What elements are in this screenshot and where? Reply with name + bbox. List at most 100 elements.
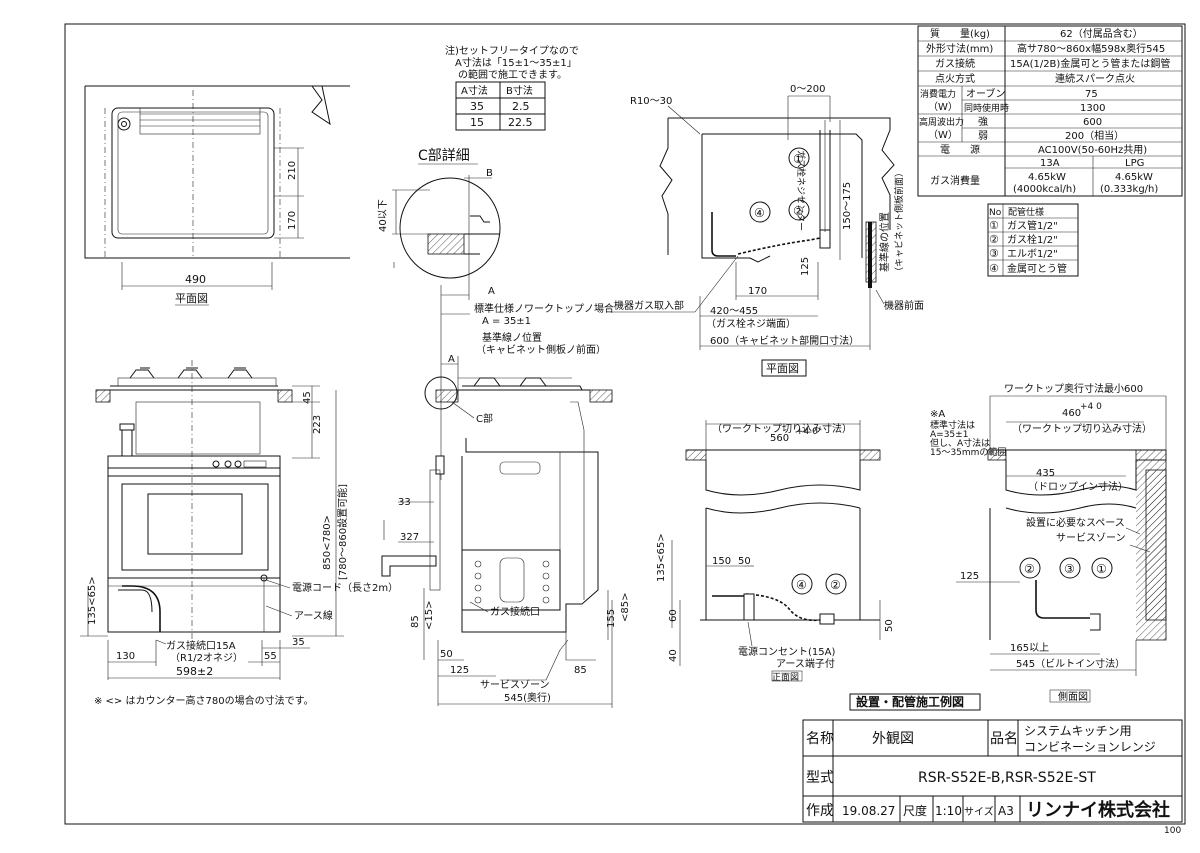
spec-ignition-value: 連続スパーク点火 xyxy=(1055,72,1135,85)
spec-gas-consumption-label: ガス消費量 xyxy=(930,174,980,187)
title-date: 19.08.27 xyxy=(842,804,895,818)
section-title-box xyxy=(849,693,981,711)
side-dim-85b: 85 xyxy=(574,665,587,676)
inst-front-50b: 50 xyxy=(884,619,895,632)
front-dim-35: 35 xyxy=(292,637,305,648)
plan-dim-170: 170 xyxy=(287,211,298,230)
spec-lpg-kg: (0.333kg/h) xyxy=(1100,184,1158,195)
inst-front-outlet: 電源コンセント(15A) xyxy=(738,645,835,658)
spec-microwave-label: 高周波出力 xyxy=(919,116,964,128)
front-dim-850: 850<780> xyxy=(322,515,333,570)
spec-microwave-val2: 200（相当） xyxy=(1065,129,1124,142)
inst-front-50: 50 xyxy=(738,556,751,567)
spec-microwave-sub1: 強 xyxy=(978,115,988,128)
pipe-spec-1: ガス管1/2" xyxy=(1007,219,1058,232)
inst-front-135: 135<65> xyxy=(656,533,667,582)
side-dim-155: 155 xyxy=(606,609,617,628)
front-dim-135: 135<65> xyxy=(87,576,98,625)
plan-view-drawing: 210 170 490 平面図 xyxy=(84,85,350,306)
front-dim-55: 55 xyxy=(264,651,277,662)
front-dim-45: 45 xyxy=(302,391,313,404)
std-note-1: 標準仕様ノワークトップノ場合 xyxy=(474,302,614,315)
spec-power-val1: 75 xyxy=(1085,89,1098,100)
inst-front-c4: ④ xyxy=(796,578,807,592)
install-r: R10〜30 xyxy=(630,96,672,107)
title-made-label: 作成 xyxy=(806,803,834,819)
spec-mass-label: 質 量(kg) xyxy=(930,27,990,40)
spec-power-sub1: オーブン xyxy=(966,87,1005,100)
install-gas-inlet: 機器ガス取入部 xyxy=(614,299,684,312)
inst-side-c1: ① xyxy=(1096,562,1107,576)
side-gas-label: ガス接続口 xyxy=(490,605,540,618)
inst-side-545: 545（ビルトイン寸法） xyxy=(1016,657,1125,670)
install-dim-125: 125 xyxy=(800,257,811,276)
inst-side-space: 設置に必要なスペース xyxy=(1026,516,1125,529)
ab-dimension-table: A寸法 B寸法 35 2.5 15 22.5 xyxy=(455,81,546,131)
install-dim-150: 150〜175 xyxy=(842,182,853,230)
pipe-no-2: ② xyxy=(989,233,999,246)
spec-microwave-val1: 600 xyxy=(1083,117,1102,128)
spec-lpg-kw: 4.65kW xyxy=(1115,172,1153,183)
pipe-spec-table: No 配管仕様 ① ガス管1/2" ② ガス栓1/2" ③ エルボ1/2" ④ … xyxy=(987,203,1079,277)
inst-side-c2: ② xyxy=(1024,562,1035,576)
inst-front-560: 560 xyxy=(770,433,789,444)
inst-side-note-2: A=35±1 xyxy=(930,430,968,440)
inst-side-c3: ③ xyxy=(1064,562,1075,576)
c-detail-a: A xyxy=(488,286,495,297)
ab-row2-b: 22.5 xyxy=(508,116,533,129)
sheet-border xyxy=(64,23,1186,825)
side-dim-15: <15> xyxy=(424,601,435,630)
side-dim-33: 33 xyxy=(398,497,411,508)
side-dim-125: 125 xyxy=(450,665,469,676)
front-note: ※ <> はカウンター高さ780の場合の寸法です。 xyxy=(94,694,314,707)
front-dim-223: 223 xyxy=(312,415,323,434)
ref-note-2: （キャビネット側板ノ前面） xyxy=(476,343,606,356)
title-product-label: 品名 xyxy=(990,731,1018,747)
set-free-note: 注)セットフリータイプなので A寸法は「15±1〜35±1」 の範囲で施工できま… xyxy=(445,44,579,81)
side-a-mark: A xyxy=(448,354,455,365)
middle-notes: 標準仕様ノワークトップノ場合 A = 35±1 基準線ノ位置 （キャビネット側板… xyxy=(440,300,614,480)
inst-side-460-tol: +4 0 xyxy=(1080,402,1102,412)
side-dim-85: 85 xyxy=(410,615,421,628)
inst-side-note-1: 標準寸法は xyxy=(930,419,975,431)
front-dim-598: 598±2 xyxy=(176,665,213,678)
pipe-spec-2: ガス栓1/2" xyxy=(1007,233,1058,246)
ab-row1-b: 2.5 xyxy=(512,100,530,113)
spec-power-source-value: AC100V(50-60Hz共用) xyxy=(1038,144,1147,156)
note-line-2: A寸法は「15±1〜35±1」 xyxy=(455,56,577,69)
install-side-drawing: ワークトップ奥行寸法最小600 460 +4 0 （ワークトップ切り込み寸法） … xyxy=(930,382,1167,703)
spec-power-sub2: 同時使用時 xyxy=(964,102,1009,114)
page-number: 100 xyxy=(1164,826,1181,836)
install-dim-420-sub: （ガス栓ネジ端面） xyxy=(706,317,796,330)
std-note-2: A = 35±1 xyxy=(482,316,531,327)
title-product-value-2: コンビネーションレンジ xyxy=(1024,740,1156,754)
spec-power-val2: 1300 xyxy=(1080,103,1105,114)
install-front: 機器前面 xyxy=(884,299,924,312)
spec-gas-value: 15A(1/2B)金属可とう管または鋼管 xyxy=(1010,57,1170,70)
pipe-spec-4: 金属可とう管 xyxy=(1007,262,1067,275)
install-plan-c1: ① xyxy=(793,152,804,166)
pipe-no-1: ① xyxy=(989,219,999,232)
inst-front-earth: アース端子付 xyxy=(776,657,835,670)
spec-13a-kw: 4.65kW xyxy=(1028,172,1066,183)
side-service: サービスゾーン xyxy=(480,679,550,691)
side-c-label: C部 xyxy=(476,412,493,425)
install-dim-0-200: 0〜200 xyxy=(790,84,825,95)
ab-row1-a: 35 xyxy=(470,100,484,113)
title-scale: 1:10 xyxy=(935,804,962,818)
inst-side-min: ワークトップ奥行寸法最小600 xyxy=(1004,382,1143,395)
pipe-header: 配管仕様 xyxy=(1008,206,1044,218)
spec-size-label: 外形寸法(mm) xyxy=(926,42,993,55)
inst-front-560-tol: +4 0 xyxy=(796,427,818,437)
inst-front-c2: ② xyxy=(830,578,841,592)
ab-row2-a: 15 xyxy=(470,116,484,129)
install-center: ガス栓ネジセンター xyxy=(795,150,807,231)
install-plan-drawing: R10〜30 ① ④ ② 0〜200 150〜175 125 ガス栓ネジセンター… xyxy=(612,84,924,377)
title-model-value: RSR-S52E-B,RSR-S52E-ST xyxy=(918,770,1096,786)
ref-note-1: 基準線ノ位置 xyxy=(482,331,542,344)
c-detail-b: B xyxy=(486,168,493,179)
spec-microwave-unit: （W） xyxy=(928,129,958,141)
inst-front-40: 40 xyxy=(668,649,679,662)
title-model-label: 型式 xyxy=(806,770,834,786)
